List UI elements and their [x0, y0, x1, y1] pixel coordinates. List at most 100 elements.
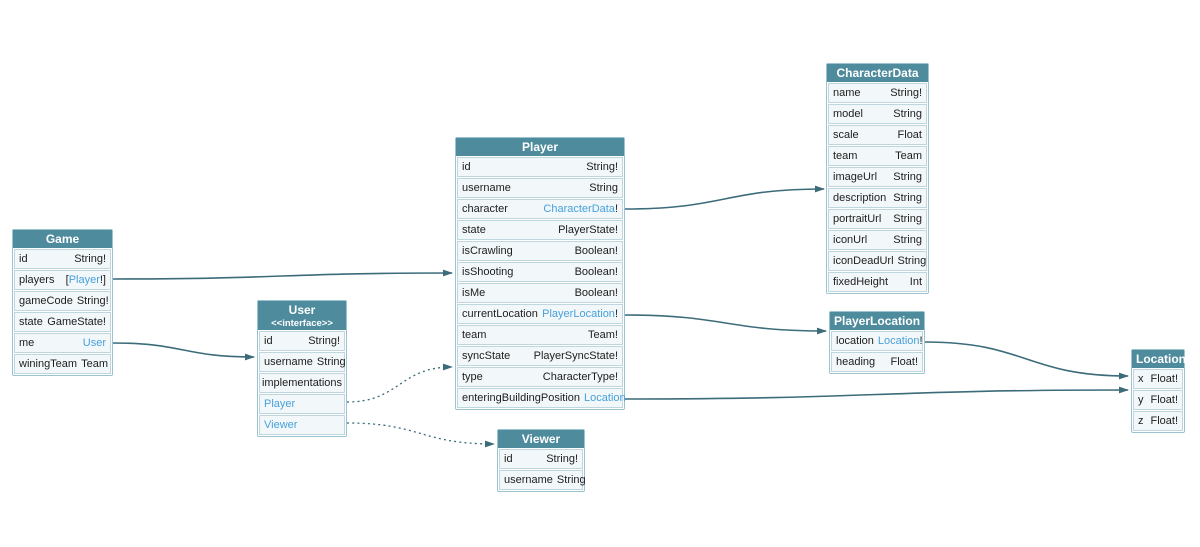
field-type[interactable]: PlayerLocation! — [542, 308, 618, 320]
field-name: id — [264, 335, 273, 347]
field-type: String — [893, 192, 922, 204]
type-link[interactable]: PlayerLocation — [542, 308, 615, 320]
game-field-players[interactable]: players[Player!] — [14, 270, 111, 290]
field-name: z — [1138, 415, 1144, 427]
field-type[interactable]: [Player!] — [65, 274, 106, 286]
user-field-implementations[interactable]: implementations — [259, 373, 345, 393]
field-type[interactable]: User — [83, 336, 106, 351]
field-name: username — [264, 356, 313, 368]
field-type: String! — [76, 295, 109, 307]
game-field-me[interactable]: me User — [14, 333, 111, 353]
field-type[interactable]: CharacterData! — [543, 203, 618, 215]
table-title: CharacterData — [836, 66, 919, 80]
field-name: enteringBuildingPosition — [462, 392, 581, 404]
table-player-header[interactable]: Player — [456, 138, 624, 156]
table-title: PlayerLocation — [834, 314, 921, 328]
field-name: me — [19, 337, 35, 349]
table-location-header[interactable]: Location — [1132, 350, 1186, 368]
field-type[interactable]: Location — [584, 391, 626, 406]
type-link[interactable]: CharacterData — [543, 203, 615, 215]
player-field-currentLocation[interactable]: currentLocation PlayerLocation! — [457, 304, 623, 324]
field-type: Boolean! — [574, 287, 618, 299]
field-name: character — [462, 203, 508, 215]
edge-playerlocation-location-to-location — [924, 341, 1129, 380]
field-type[interactable]: Location! — [877, 335, 923, 347]
implementation-link[interactable]: Viewer — [264, 419, 298, 431]
field-type: Team — [895, 150, 922, 162]
field-type: Float! — [890, 356, 918, 368]
table-characterdata-header[interactable]: CharacterData — [827, 64, 928, 82]
field-type: Team — [81, 358, 108, 370]
table-user-header[interactable]: User<<interface>> — [258, 301, 346, 330]
field-type: Team! — [588, 329, 618, 341]
user-field-Player[interactable]: Player — [259, 394, 345, 414]
field-name: iconDeadUrl — [833, 255, 894, 267]
edge-game-players-to-player — [112, 269, 453, 280]
field-name: location — [836, 335, 874, 347]
field-name: isCrawling — [462, 245, 513, 257]
field-name: id — [19, 253, 28, 265]
field-name: isMe — [462, 287, 486, 299]
field-type: String — [893, 213, 922, 225]
implementation-link[interactable]: Player — [264, 398, 296, 410]
field-type: String — [556, 474, 586, 486]
player-field-team[interactable]: team Team! — [457, 325, 623, 345]
type-link[interactable]: Location — [584, 392, 626, 404]
table-game-header[interactable]: Game — [13, 230, 112, 248]
table-viewer-header[interactable]: Viewer — [498, 430, 584, 448]
edge-user-viewer-to-viewer — [346, 422, 495, 448]
type-link[interactable]: User — [82, 337, 106, 349]
field-name: team — [462, 329, 487, 341]
row-label: implementations — [261, 377, 343, 389]
type-link[interactable]: Player — [68, 274, 100, 286]
player-field-character[interactable]: character CharacterData! — [457, 199, 623, 219]
field-type: String — [316, 356, 346, 368]
table-playerlocation-header[interactable]: PlayerLocation — [830, 312, 924, 330]
player-field-isMe[interactable]: isMe Boolean! — [457, 283, 623, 303]
field-type: Int — [909, 276, 922, 288]
user-field-Viewer[interactable]: Viewer — [259, 415, 345, 435]
type-link[interactable]: Location — [877, 335, 920, 347]
field-name: currentLocation — [462, 308, 538, 320]
field-type: Boolean! — [574, 266, 618, 278]
